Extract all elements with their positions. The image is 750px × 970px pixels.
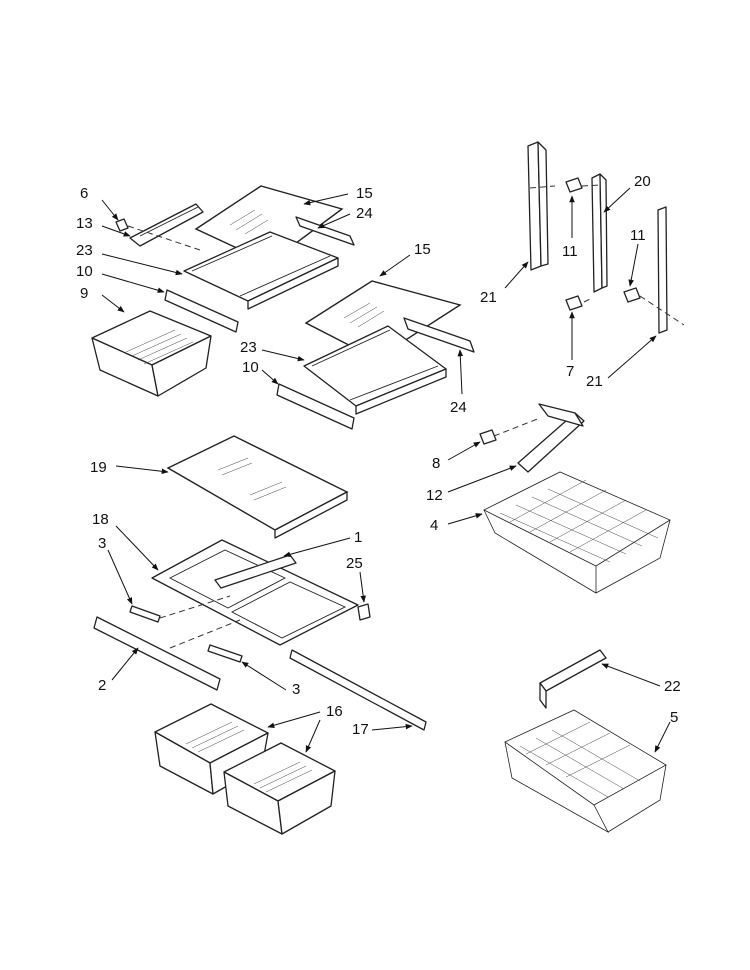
crisper-cover-support-front (93, 616, 221, 691)
cover-support-bracket (357, 603, 371, 621)
crisper-drawer-small (91, 310, 212, 397)
callout-10: 10 (242, 359, 259, 376)
bracket-screw-lower (565, 295, 583, 311)
divider-screw (479, 429, 497, 445)
crisper-drawer-right (223, 742, 336, 835)
shelf-slide-rail-left (115, 203, 204, 247)
callout-25: 25 (346, 555, 363, 572)
callout-17: 17 (352, 721, 369, 738)
callout-4: 4 (430, 517, 438, 534)
shelf-trim-middle (403, 317, 475, 353)
shelf-trim-upper-left (295, 216, 355, 246)
callout-13: 13 (76, 215, 93, 232)
wire-basket-lower (504, 709, 667, 834)
basket-divider-upper (517, 403, 585, 473)
callout-23: 23 (76, 242, 93, 259)
bracket-screw-right (623, 287, 641, 303)
callout-21: 21 (586, 373, 603, 390)
humidity-control-left (129, 605, 161, 623)
callout-labels: 6 13 23 10 9 15 24 15 23 10 24 20 11 11 … (76, 173, 681, 738)
shelf-front-trim-middle (276, 383, 355, 430)
crisper-cover-frame (151, 539, 359, 646)
callout-8: 8 (432, 455, 440, 472)
humidity-control-right (207, 644, 243, 663)
callout-24: 24 (450, 399, 467, 416)
callout-22: 22 (664, 678, 681, 695)
callout-9: 9 (80, 285, 88, 302)
callout-24: 24 (356, 205, 373, 222)
callout-19: 19 (90, 459, 107, 476)
shelf-bracket-rail-right (657, 206, 668, 334)
callout-15: 15 (414, 241, 431, 258)
shelf-bracket-rail-center (591, 173, 608, 293)
callout-6: 6 (80, 185, 88, 202)
callout-2: 2 (98, 677, 106, 694)
callout-3: 3 (98, 535, 106, 552)
callout-23: 23 (240, 339, 257, 356)
shelf-front-trim-upper-left (164, 289, 239, 333)
shelf-frame-middle (303, 325, 447, 415)
crisper-cover-rail (214, 554, 297, 589)
crisper-slide-rod (289, 649, 427, 731)
callout-21: 21 (480, 289, 497, 306)
callout-11: 11 (562, 243, 578, 260)
callout-7: 7 (566, 363, 574, 380)
callout-10: 10 (76, 263, 93, 280)
leader-lines (101, 187, 671, 753)
assembly-lines (127, 184, 685, 649)
callout-11: 11 (630, 227, 646, 244)
callout-20: 20 (634, 173, 651, 190)
callout-12: 12 (426, 487, 443, 504)
shelf-bracket-rail-left (527, 141, 549, 271)
shelf-glass-lower (166, 435, 349, 539)
bracket-screw-upper (565, 177, 583, 193)
callout-1: 1 (354, 529, 362, 546)
shelf-frame-upper-left (183, 231, 339, 310)
wire-basket-upper (483, 471, 671, 594)
callout-16: 16 (326, 703, 343, 720)
callout-5: 5 (670, 709, 678, 726)
callout-15: 15 (356, 185, 373, 202)
basket-divider-lower (539, 649, 607, 709)
callout-3: 3 (292, 681, 300, 698)
callout-18: 18 (92, 511, 109, 528)
